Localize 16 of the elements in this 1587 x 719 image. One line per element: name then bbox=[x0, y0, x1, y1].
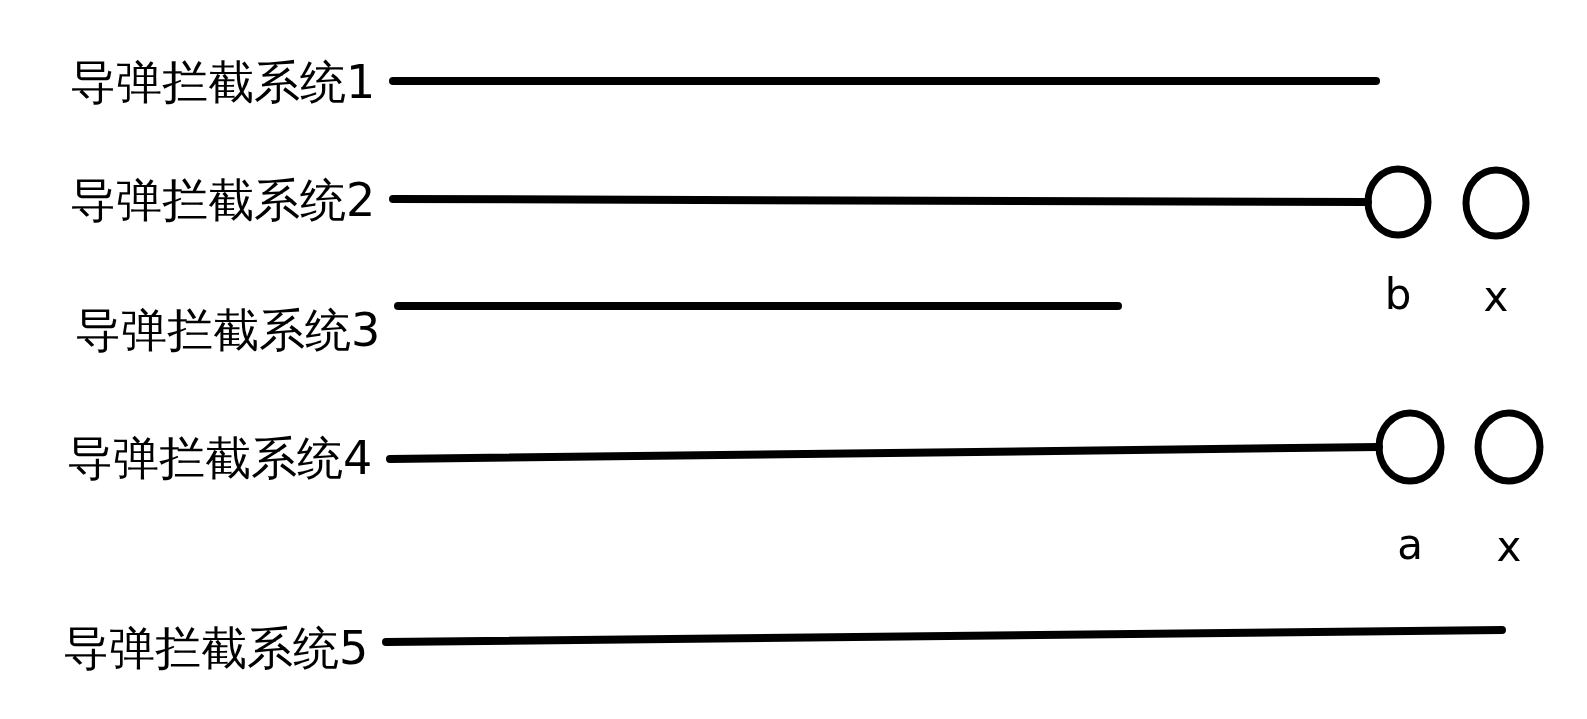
line bbox=[394, 302, 1122, 310]
system-label: 导弹拦截系统3 bbox=[75, 302, 381, 358]
circle-symbol bbox=[1364, 165, 1432, 239]
system-label: 导弹拦截系统5 bbox=[63, 620, 369, 676]
system-label: 导弹拦截系统2 bbox=[70, 172, 376, 228]
circle-label: x bbox=[1496, 522, 1522, 572]
circle-symbol bbox=[1462, 166, 1530, 240]
line bbox=[389, 77, 1380, 85]
system-label: 导弹拦截系统4 bbox=[67, 430, 373, 486]
circle-symbol bbox=[1474, 409, 1544, 485]
system-label: 导弹拦截系统1 bbox=[70, 54, 376, 110]
circle-label: b bbox=[1384, 270, 1412, 320]
circle-label: x bbox=[1483, 272, 1509, 322]
circle-label: a bbox=[1397, 520, 1423, 570]
line bbox=[382, 626, 1506, 646]
circle-symbol bbox=[1375, 409, 1445, 485]
